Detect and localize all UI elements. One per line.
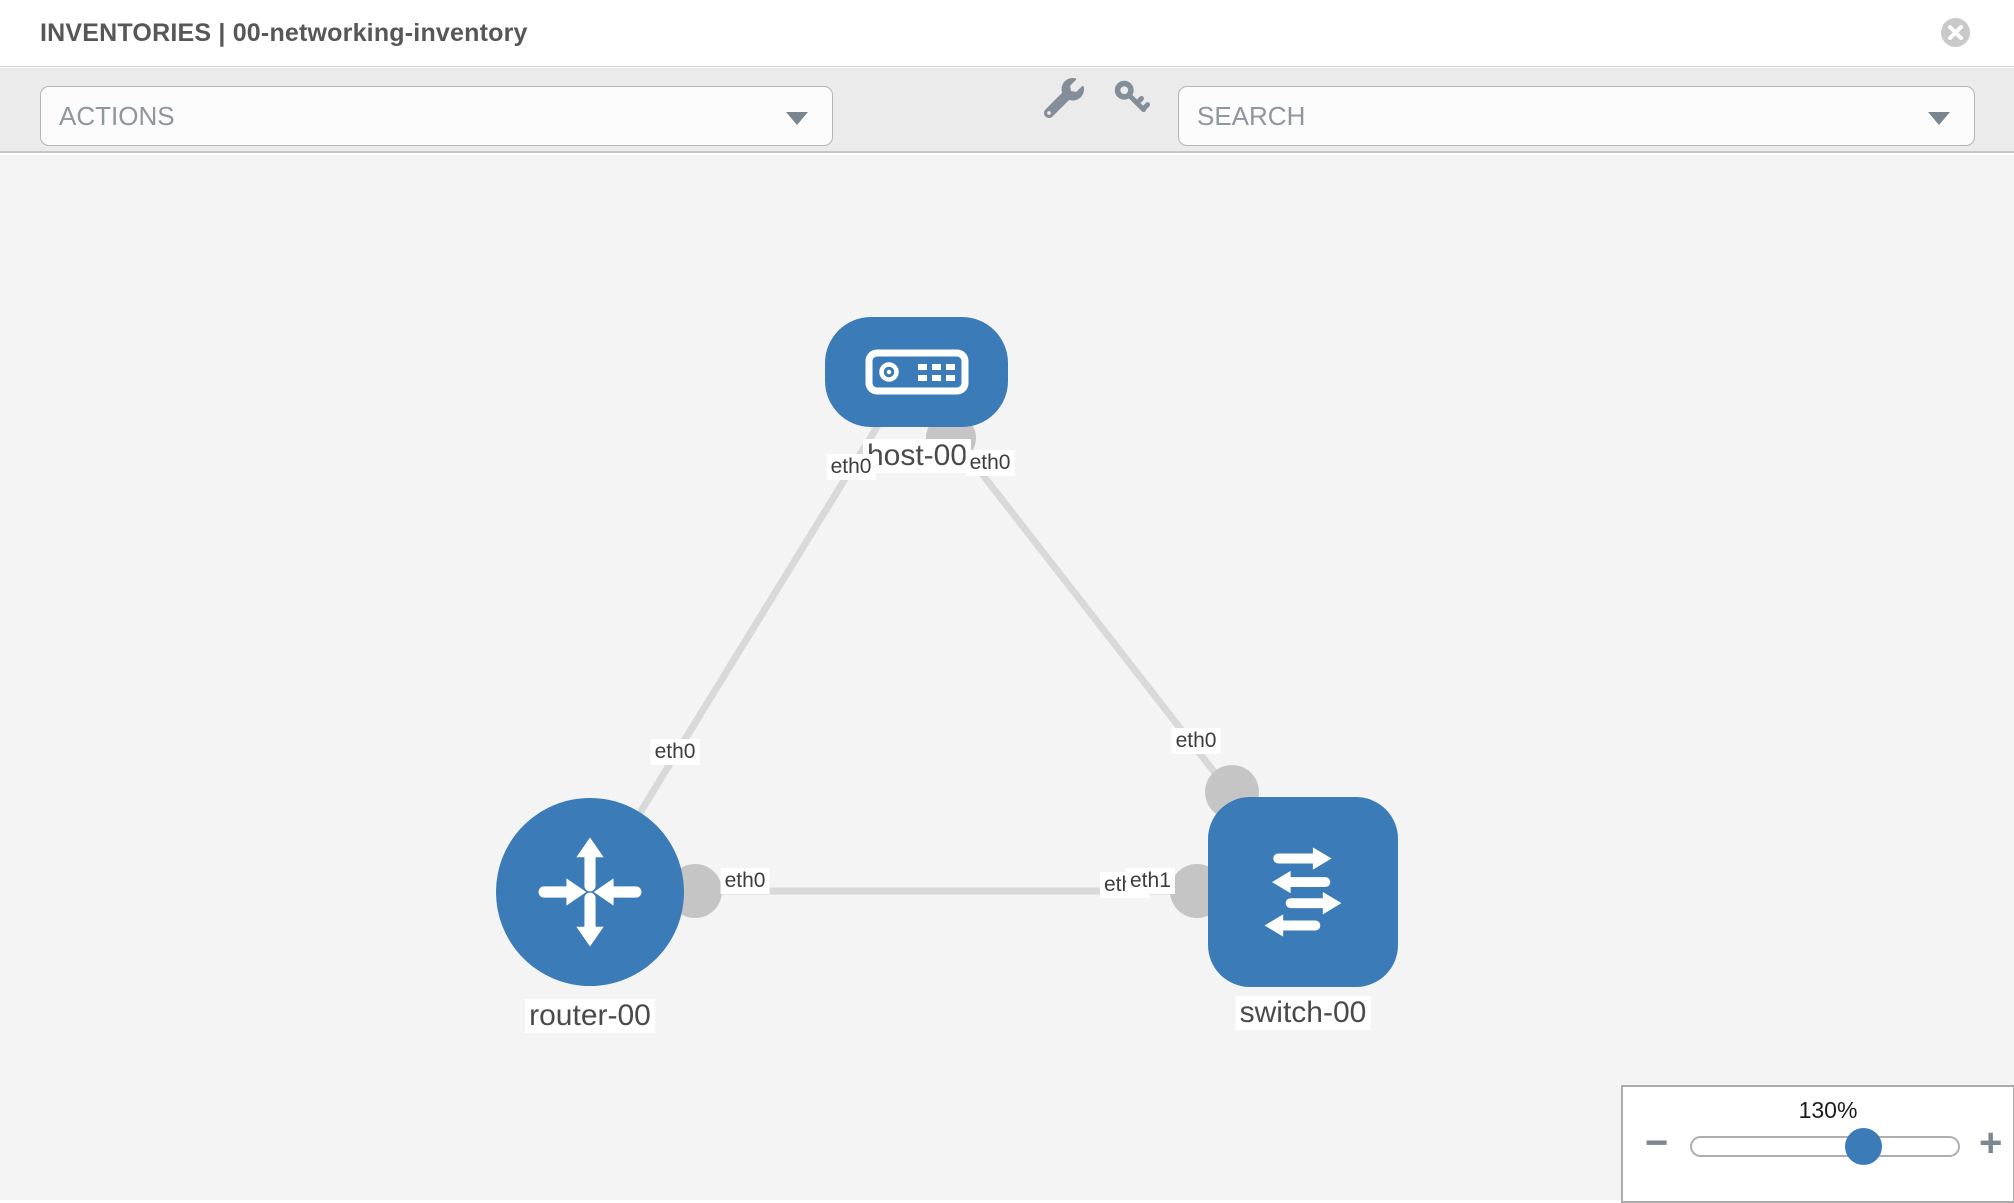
port-label-switch-eth0: eth0 <box>1171 728 1221 754</box>
toolbar: ACTIONS SEARCH <box>0 68 2014 153</box>
node-label-switch: switch-00 <box>1235 996 1371 1030</box>
port-label-host-eth0-right: eth0 <box>965 450 1015 476</box>
key-icon[interactable] <box>1112 78 1152 118</box>
search-dropdown[interactable]: SEARCH <box>1178 86 1975 146</box>
port-label-switch-eth1: eth1 <box>1126 868 1175 894</box>
x-glyph <box>1948 25 1963 40</box>
node-switch-00[interactable] <box>1208 797 1398 987</box>
router-icon <box>538 837 642 947</box>
zoom-in-button[interactable]: + <box>1979 1121 2003 1165</box>
zoom-level-readout: 130% <box>1798 1097 1858 1123</box>
chevron-down-icon <box>1928 112 1950 125</box>
node-router-00[interactable] <box>496 798 684 986</box>
port-label-router-eth0: eth0 <box>720 868 770 894</box>
actions-dropdown[interactable]: ACTIONS <box>40 86 833 146</box>
node-host-00[interactable] <box>825 317 1008 427</box>
zoom-slider-thumb[interactable] <box>1845 1128 1882 1165</box>
host-icon <box>865 349 968 395</box>
chevron-down-icon <box>786 112 808 125</box>
search-dropdown-label: SEARCH <box>1197 101 1306 131</box>
page-title: INVENTORIES | 00-networking-inventory <box>40 19 528 47</box>
node-label-host: host-00 <box>862 439 972 473</box>
node-label-router: router-00 <box>525 999 655 1033</box>
actions-dropdown-label: ACTIONS <box>59 101 175 131</box>
zoom-out-button[interactable]: − <box>1645 1121 1669 1165</box>
close-icon[interactable] <box>1941 18 1970 47</box>
switch-icon <box>1264 847 1342 937</box>
topology-canvas[interactable]: host-00 router-00 switch-00 eth0 eth0 et… <box>0 155 2014 1203</box>
zoom-slider-track[interactable] <box>1690 1136 1960 1157</box>
port-label-host-eth0-left: eth0 <box>826 454 876 480</box>
zoom-control-panel: 130% − + <box>1621 1085 2014 1203</box>
breadcrumb-header: INVENTORIES | 00-networking-inventory <box>0 0 2014 67</box>
links-layer <box>587 413 1303 918</box>
port-label-router-eth0-up: eth0 <box>650 739 700 765</box>
wrench-icon[interactable] <box>1043 77 1084 119</box>
